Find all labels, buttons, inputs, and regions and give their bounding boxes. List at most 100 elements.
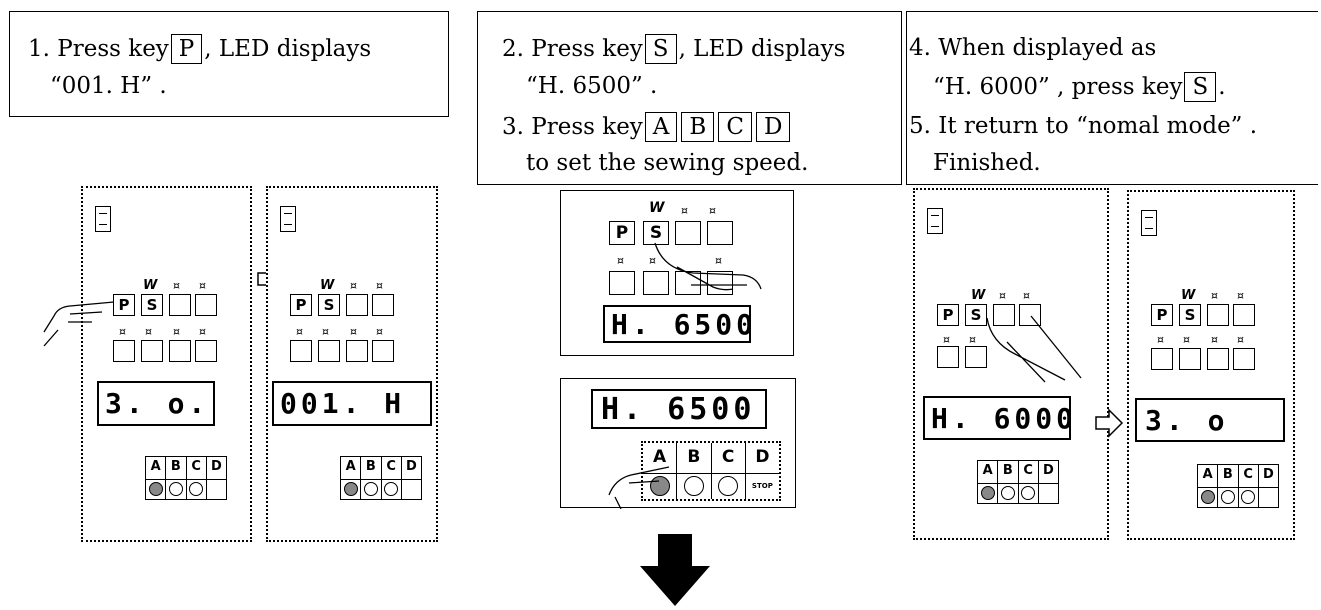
stop-icon [207,479,226,499]
abcd-keypad[interactable]: A B C D [145,456,227,500]
stitch-icon[interactable] [1151,348,1173,370]
control-panel-4: H. 6500 A B C D STOP [560,378,796,508]
instruction-box-3: 4. When displayed as “H. 6000” , press k… [906,11,1318,185]
indicator-light: ¤ [1023,290,1030,301]
c-key[interactable]: C [187,457,207,479]
stitch-icon[interactable] [937,346,959,368]
wiper-icon[interactable] [195,340,217,362]
c-key[interactable]: C [712,443,746,473]
a-key[interactable]: A [978,461,998,483]
d-key[interactable]: D [746,443,779,473]
a-key[interactable]: A [146,457,166,479]
power-switch-icon [95,206,111,232]
fan-icon [146,479,166,499]
stitch-icon[interactable] [290,340,312,362]
abcd-keypad[interactable]: A B C D [977,460,1059,504]
wiper-icon[interactable] [372,340,394,362]
p-key[interactable]: P [1151,304,1173,326]
key-s-label: S [645,34,677,64]
indicator-light: ¤ [1183,334,1190,345]
trimmer-icon[interactable] [1207,348,1229,370]
a-key[interactable]: A [1198,465,1218,487]
soft-start-icon[interactable] [318,340,340,362]
p-key[interactable]: P [609,221,635,245]
needle-up-icon[interactable] [346,294,368,316]
s-key[interactable]: S [1179,304,1201,326]
c-key[interactable]: C [1019,461,1039,483]
indicator-light: ¤ [296,326,303,337]
needle-down-icon[interactable] [195,294,217,316]
fan-icon [1218,487,1238,507]
stitch-icon[interactable] [609,271,635,295]
b-key[interactable]: B [677,443,711,473]
down-arrow-icon [640,534,710,606]
step-1-line-1: 1. Press keyP, LED displays [28,34,371,64]
soft-start-icon[interactable] [141,340,163,362]
d-key[interactable]: D [1259,465,1278,487]
needle-down-icon[interactable] [372,294,394,316]
indicator-light: ¤ [173,280,180,291]
indicator-light: ¤ [173,326,180,337]
c-key[interactable]: C [1239,465,1259,487]
b-key[interactable]: B [361,457,381,479]
indicator-light: ¤ [376,280,383,291]
indicator-light: ¤ [1157,334,1164,345]
s-key[interactable]: S [965,304,987,326]
power-switch-icon [1141,210,1157,236]
s-key[interactable]: S [318,294,340,316]
led-display: 001. H [272,381,432,426]
needle-up-icon[interactable] [1207,304,1229,326]
a-key[interactable]: A [341,457,361,479]
indicator-light: ¤ [1237,334,1244,345]
soft-start-icon[interactable] [1179,348,1201,370]
led-display: H. 6500 [603,305,751,343]
fan-icon [978,483,998,503]
key-p-label: P [171,34,202,64]
d-key[interactable]: D [402,457,421,479]
hand-pointer-icon [653,239,763,299]
d-key[interactable]: D [207,457,226,479]
led-display: 3. o. [97,381,215,426]
soft-start-icon[interactable] [965,346,987,368]
indicator-light: ¤ [1211,334,1218,345]
key-b-label: B [681,112,714,142]
needle-up-icon[interactable] [169,294,191,316]
p-key[interactable]: P [937,304,959,326]
s-key[interactable]: S [141,294,163,316]
b-key[interactable]: B [998,461,1018,483]
led-display: 3. o [1135,398,1285,442]
b-key[interactable]: B [1218,465,1238,487]
trimmer-icon[interactable] [169,340,191,362]
stop-icon [1259,487,1278,507]
indicator-light: ¤ [199,326,206,337]
control-panel-2: W ¤ ¤ P S ¤ ¤ ¤ ¤ 001. H A B C D [266,186,438,542]
p-key[interactable]: P [290,294,312,316]
trimmer-icon[interactable] [346,340,368,362]
d-key[interactable]: D [1039,461,1058,483]
stop-icon: STOP [746,473,779,499]
step-4-line-1: 4. When displayed as [909,34,1156,62]
led-display: H. 6500 [591,389,767,429]
power-switch-icon [280,206,296,232]
control-panel-1: W ¤ ¤ P S ¤ ¤ ¤ ¤ 3. o. A B C D [81,186,252,542]
abcd-keypad[interactable]: A B C D [1197,464,1279,508]
stop-icon [1039,483,1058,503]
w-mark: W [971,290,985,301]
fan-icon [1019,483,1039,503]
needle-down-icon[interactable] [1233,304,1255,326]
c-key[interactable]: C [382,457,402,479]
w-mark: W [143,280,157,291]
wiper-icon[interactable] [1233,348,1255,370]
fan-icon [166,479,186,499]
control-panel-3: W ¤ ¤ P S ¤ ¤ ¤ H. 6500 [560,190,794,356]
abcd-keypad[interactable]: A B C D [340,456,422,500]
step-2-line-2: “H. 6500” . [526,72,657,100]
right-arrow-icon [1094,408,1124,438]
b-key[interactable]: B [166,457,186,479]
fan-icon [1239,487,1259,507]
indicator-light: ¤ [145,326,152,337]
fan-icon [341,479,361,499]
